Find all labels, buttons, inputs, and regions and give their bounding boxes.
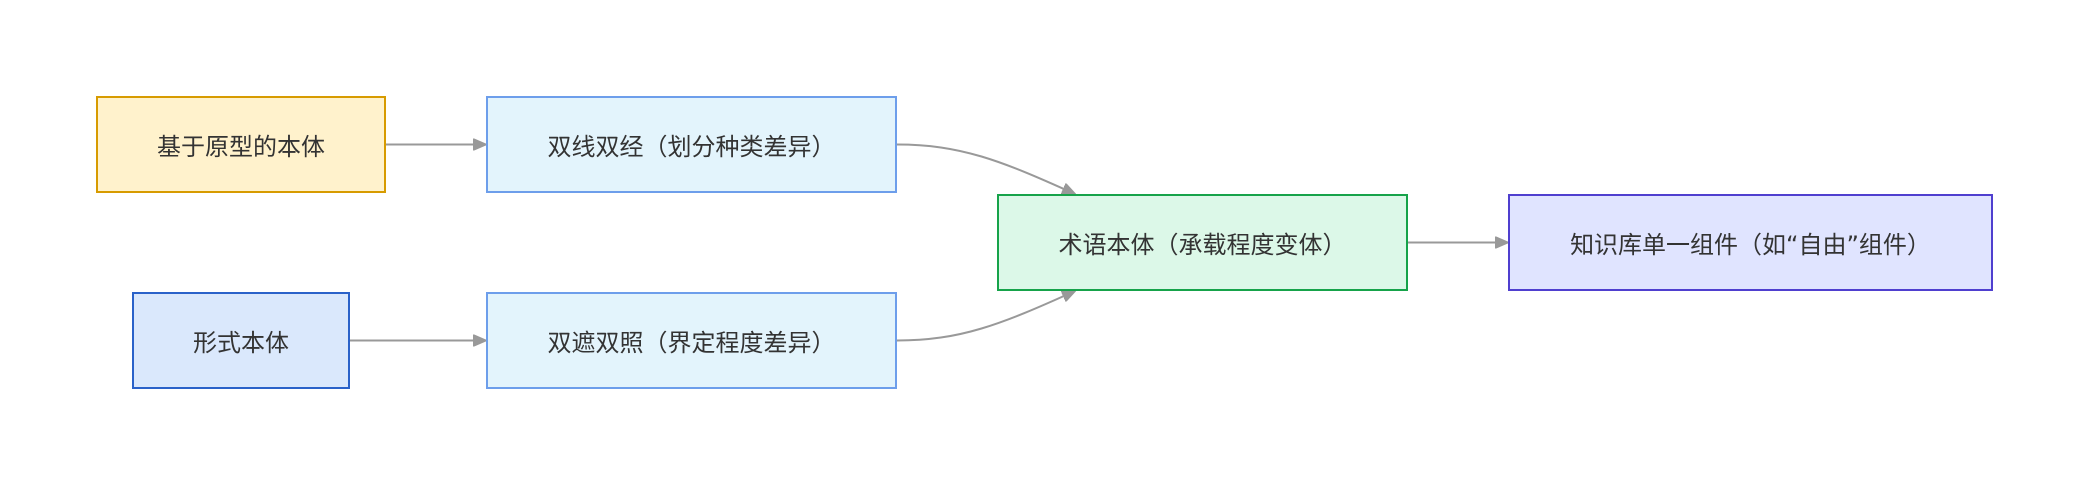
node-formal-ontology: 形式本体 [132, 292, 350, 389]
node-label: 基于原型的本体 [157, 133, 325, 161]
node-double-line-warp: 双线双经（划分种类差异） [486, 96, 897, 193]
node-label: 术语本体（承载程度变体） [1058, 231, 1347, 259]
node-prototype-ontology: 基于原型的本体 [96, 96, 386, 193]
node-double-cover-illumination: 双遮双照（界定程度差异） [486, 292, 897, 389]
node-knowledge-base-component: 知识库单一组件（如“自由”组件） [1508, 194, 1993, 291]
node-label: 双线双经（划分种类差异） [547, 133, 836, 161]
edge-double-line-to-term [896, 143, 1075, 195]
node-term-ontology: 术语本体（承载程度变体） [997, 194, 1408, 291]
node-label: 双遮双照（界定程度差异） [547, 329, 836, 357]
node-label: 形式本体 [193, 329, 289, 357]
node-label: 知识库单一组件（如“自由”组件） [1570, 231, 1931, 259]
edge-double-cover-to-term [896, 291, 1075, 342]
